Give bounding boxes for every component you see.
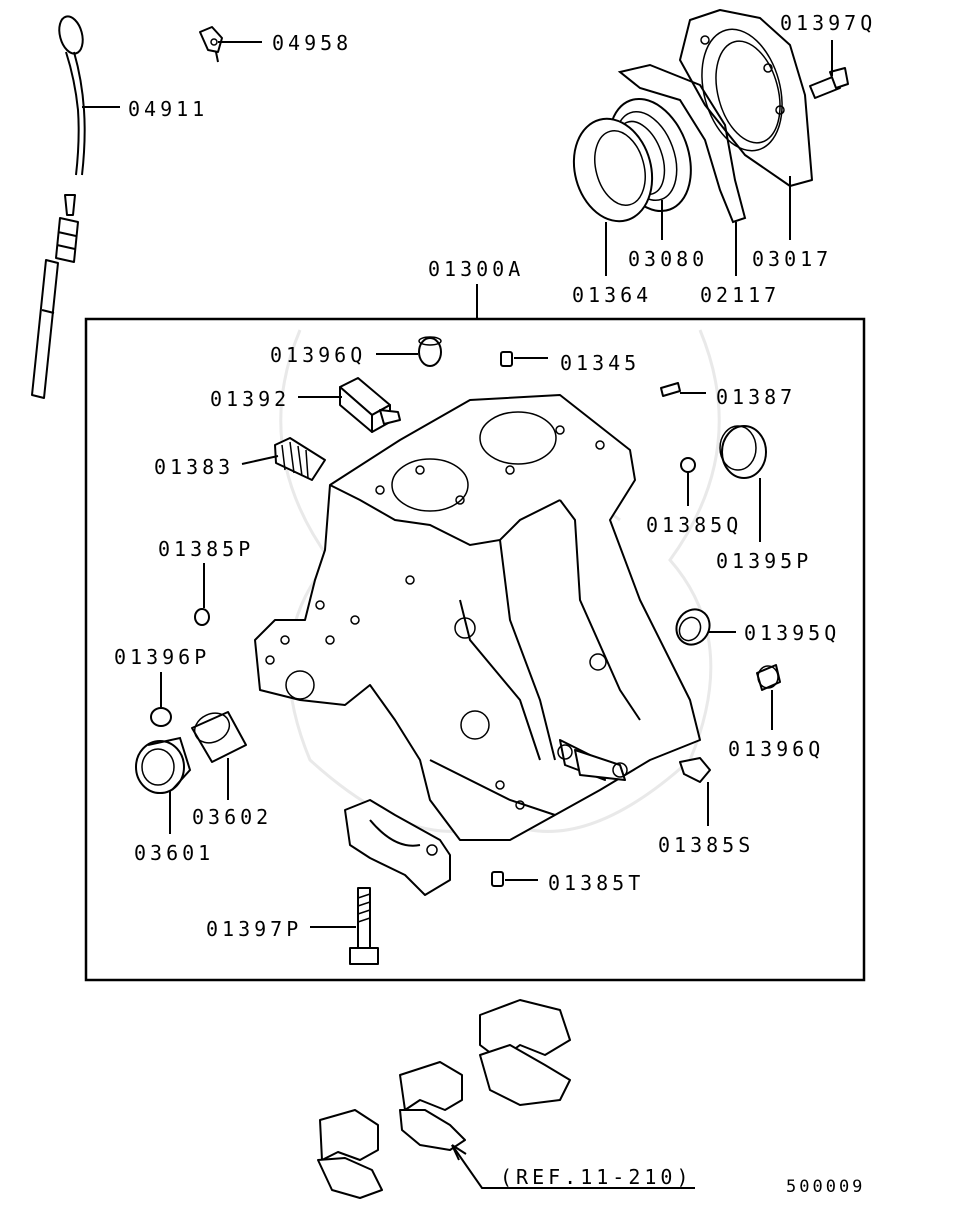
label-02117: 02117 bbox=[700, 283, 780, 307]
label-01397P: 01397P bbox=[206, 917, 302, 941]
label-01396Q-top: 01396Q bbox=[270, 343, 366, 367]
bolt-01397P bbox=[349, 887, 379, 965]
bearing-cap bbox=[344, 799, 451, 896]
plug-01385T bbox=[491, 871, 504, 887]
label-03017: 03017 bbox=[752, 247, 832, 271]
plug-01395P bbox=[719, 425, 767, 479]
label-01385Q: 01385Q bbox=[646, 513, 742, 537]
plug-01345 bbox=[500, 351, 513, 367]
label-03601: 03601 bbox=[134, 841, 214, 865]
bushing-03601 bbox=[135, 736, 192, 794]
label-01395Q: 01395Q bbox=[744, 621, 840, 645]
label-01387: 01387 bbox=[716, 385, 796, 409]
diagram-code: 500009 bbox=[786, 1177, 865, 1197]
oil-pressure-switch bbox=[339, 377, 401, 433]
dipstick bbox=[31, 194, 79, 399]
reference-note: (REF.11-210) bbox=[500, 1165, 693, 1189]
label-01383: 01383 bbox=[154, 455, 234, 479]
label-01385P: 01385P bbox=[158, 537, 254, 561]
label-01395P: 01395P bbox=[716, 549, 812, 573]
leader-lines bbox=[82, 40, 833, 1189]
clip bbox=[199, 26, 223, 63]
label-04911: 04911 bbox=[128, 97, 208, 121]
screen-01383 bbox=[274, 437, 326, 481]
label-01396P: 01396P bbox=[114, 645, 210, 669]
gasket bbox=[617, 63, 747, 224]
plug-01385S bbox=[679, 757, 711, 783]
label-04958: 04958 bbox=[272, 31, 352, 55]
part-labels: 04958 04911 01397Q 03080 03017 01364 021… bbox=[114, 11, 876, 1197]
label-01385S: 01385S bbox=[658, 833, 754, 857]
label-01385T: 01385T bbox=[548, 871, 644, 895]
plug-01385P bbox=[194, 608, 210, 626]
label-01397Q: 01397Q bbox=[780, 11, 876, 35]
label-01396Q-right: 01396Q bbox=[728, 737, 824, 761]
pin-01396Q bbox=[418, 336, 442, 367]
bushing-03602 bbox=[191, 711, 247, 763]
label-01364: 01364 bbox=[572, 283, 652, 307]
label-01345: 01345 bbox=[560, 351, 640, 375]
label-03080: 03080 bbox=[628, 247, 708, 271]
assembly-frame bbox=[84, 317, 866, 982]
rear-oil-seal-case bbox=[679, 9, 813, 187]
pin-01396P bbox=[150, 707, 172, 727]
label-01300A: 01300A bbox=[428, 257, 524, 281]
cylinder-block bbox=[254, 394, 701, 841]
pin-01396Q-right bbox=[756, 664, 781, 691]
seal-sleeve bbox=[572, 117, 654, 223]
main-bearings bbox=[317, 999, 571, 1199]
plug-01395Q bbox=[675, 608, 711, 646]
label-01392: 01392 bbox=[210, 387, 290, 411]
label-03602: 03602 bbox=[192, 805, 272, 829]
pin-01387 bbox=[660, 382, 681, 397]
bolt-01397Q bbox=[809, 67, 849, 99]
dipstick-guide bbox=[58, 15, 86, 176]
plug-01385Q bbox=[680, 457, 696, 473]
